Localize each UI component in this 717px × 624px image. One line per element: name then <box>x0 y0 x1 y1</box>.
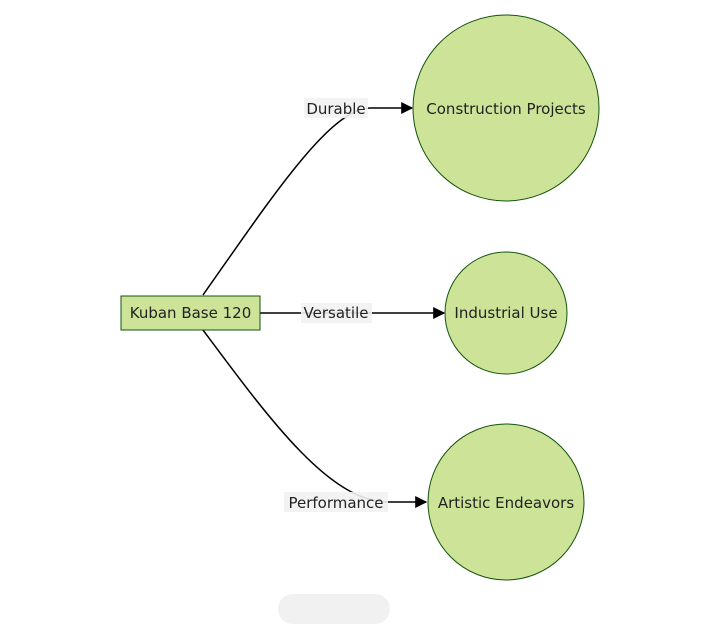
edge-label-performance: Performance <box>284 492 388 512</box>
node-kuban-base-120: Kuban Base 120 <box>120 295 261 331</box>
node-artistic-endeavors: Artistic Endeavors <box>427 423 585 581</box>
bottom-tab <box>278 594 390 624</box>
node-construction-projects-label: Construction Projects <box>426 100 586 118</box>
node-kuban-base-120-label: Kuban Base 120 <box>130 304 252 322</box>
edge-label-performance-text: Performance <box>288 494 383 512</box>
edge-performance <box>202 329 428 508</box>
edge-label-durable-text: Durable <box>306 100 365 118</box>
node-artistic-endeavors-label: Artistic Endeavors <box>438 494 575 512</box>
node-construction-projects: Construction Projects <box>412 14 600 202</box>
edge-durable <box>202 102 414 296</box>
edge-label-durable: Durable <box>304 98 368 118</box>
edge-label-versatile: Versatile <box>301 303 372 323</box>
node-industrial-use: Industrial Use <box>444 251 568 375</box>
edge-label-versatile-text: Versatile <box>304 304 369 322</box>
node-industrial-use-label: Industrial Use <box>454 304 557 322</box>
flowchart: Durable Versatile Performance Kuban Base… <box>120 14 600 581</box>
